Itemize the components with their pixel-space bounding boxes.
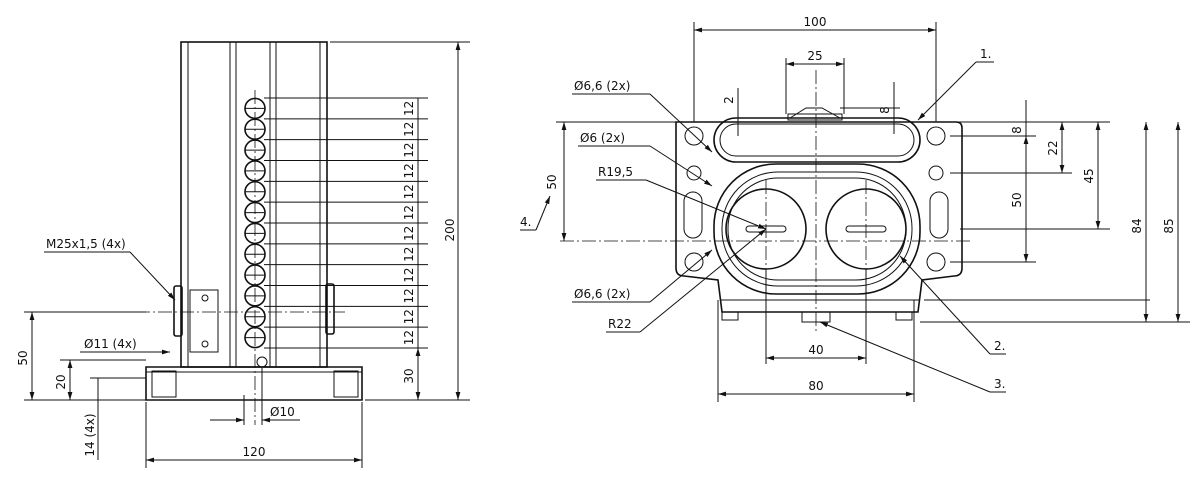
hole-mr bbox=[928, 165, 944, 181]
callout-4: 4. bbox=[520, 215, 531, 229]
hole-bl bbox=[684, 252, 704, 272]
side-body bbox=[180, 41, 328, 368]
left-connector bbox=[173, 285, 183, 337]
hole-br bbox=[926, 252, 946, 272]
dim-85: 85 bbox=[1162, 218, 1176, 233]
dim-100: 100 bbox=[804, 15, 827, 29]
pitch-label: 12 bbox=[402, 288, 416, 303]
right-connector bbox=[325, 283, 335, 335]
pitch-label: 12 bbox=[402, 101, 416, 116]
pitch-label: 12 bbox=[402, 309, 416, 324]
pitch-label: 12 bbox=[402, 163, 416, 178]
dim-14-4x: 14 (4x) bbox=[83, 413, 97, 456]
pin bbox=[256, 356, 268, 368]
dim-50-side: 50 bbox=[16, 350, 30, 365]
callout-2: 2. bbox=[994, 339, 1005, 353]
pitch-label: 12 bbox=[402, 205, 416, 220]
dim-8-right: 8 bbox=[1010, 126, 1024, 134]
dim-80: 80 bbox=[808, 379, 823, 393]
dim-40: 40 bbox=[808, 343, 823, 357]
pitch-label: 12 bbox=[402, 226, 416, 241]
dim-25: 25 bbox=[807, 49, 822, 63]
dim-50-right: 50 bbox=[1010, 192, 1024, 207]
dim-dia11: Ø11 (4x) bbox=[84, 337, 137, 351]
dim-20: 20 bbox=[54, 374, 68, 389]
dim-30: 30 bbox=[402, 368, 416, 383]
dim-2: 2 bbox=[722, 96, 736, 104]
dim-50-left: 50 bbox=[545, 174, 559, 189]
front-plate bbox=[675, 121, 963, 313]
ring-column bbox=[244, 97, 266, 349]
dim-8-top: 8 bbox=[878, 106, 892, 114]
big-oval bbox=[713, 163, 921, 295]
dim-84: 84 bbox=[1130, 218, 1144, 233]
dim-120: 120 bbox=[243, 445, 266, 459]
callout-1: 1. bbox=[980, 47, 991, 61]
dim-200: 200 bbox=[443, 219, 457, 242]
top-slot bbox=[713, 117, 921, 163]
pitch-label: 12 bbox=[402, 330, 416, 345]
callout-3: 3. bbox=[994, 377, 1005, 391]
pitch-label: 12 bbox=[402, 142, 416, 157]
plate bbox=[189, 289, 219, 353]
hole-tr bbox=[926, 126, 946, 146]
pitch-label: 12 bbox=[402, 122, 416, 137]
hole-ml bbox=[686, 165, 702, 181]
dim-dia10: Ø10 bbox=[270, 405, 295, 419]
side-base bbox=[145, 366, 363, 401]
dim-m25: M25x1,5 (4x) bbox=[46, 237, 126, 251]
dim-45: 45 bbox=[1082, 168, 1096, 183]
pitch-labels: 12 12 12 12 12 12 12 12 12 12 12 12 bbox=[264, 97, 428, 349]
dim-dia6: Ø6 (2x) bbox=[580, 131, 625, 145]
dim-22: 22 bbox=[1046, 140, 1060, 155]
dim-dia66-bot: Ø6,6 (2x) bbox=[574, 287, 630, 301]
pitch-label: 12 bbox=[402, 267, 416, 282]
pitch-label: 12 bbox=[402, 247, 416, 262]
dim-dia66-top: Ø6,6 (2x) bbox=[574, 79, 630, 93]
pitch-label: 12 bbox=[402, 184, 416, 199]
dim-r22: R22 bbox=[608, 317, 632, 331]
side-view: 200 12 12 12 12 12 12 12 12 12 12 12 12 30 50 20 14… bbox=[16, 41, 470, 468]
hole-tl bbox=[684, 126, 704, 146]
dim-r195: R19,5 bbox=[598, 165, 633, 179]
front-view: 100 25 2 8 Ø6,6 (2x) Ø6 (2x) R19,5 50 bbox=[520, 15, 1190, 402]
